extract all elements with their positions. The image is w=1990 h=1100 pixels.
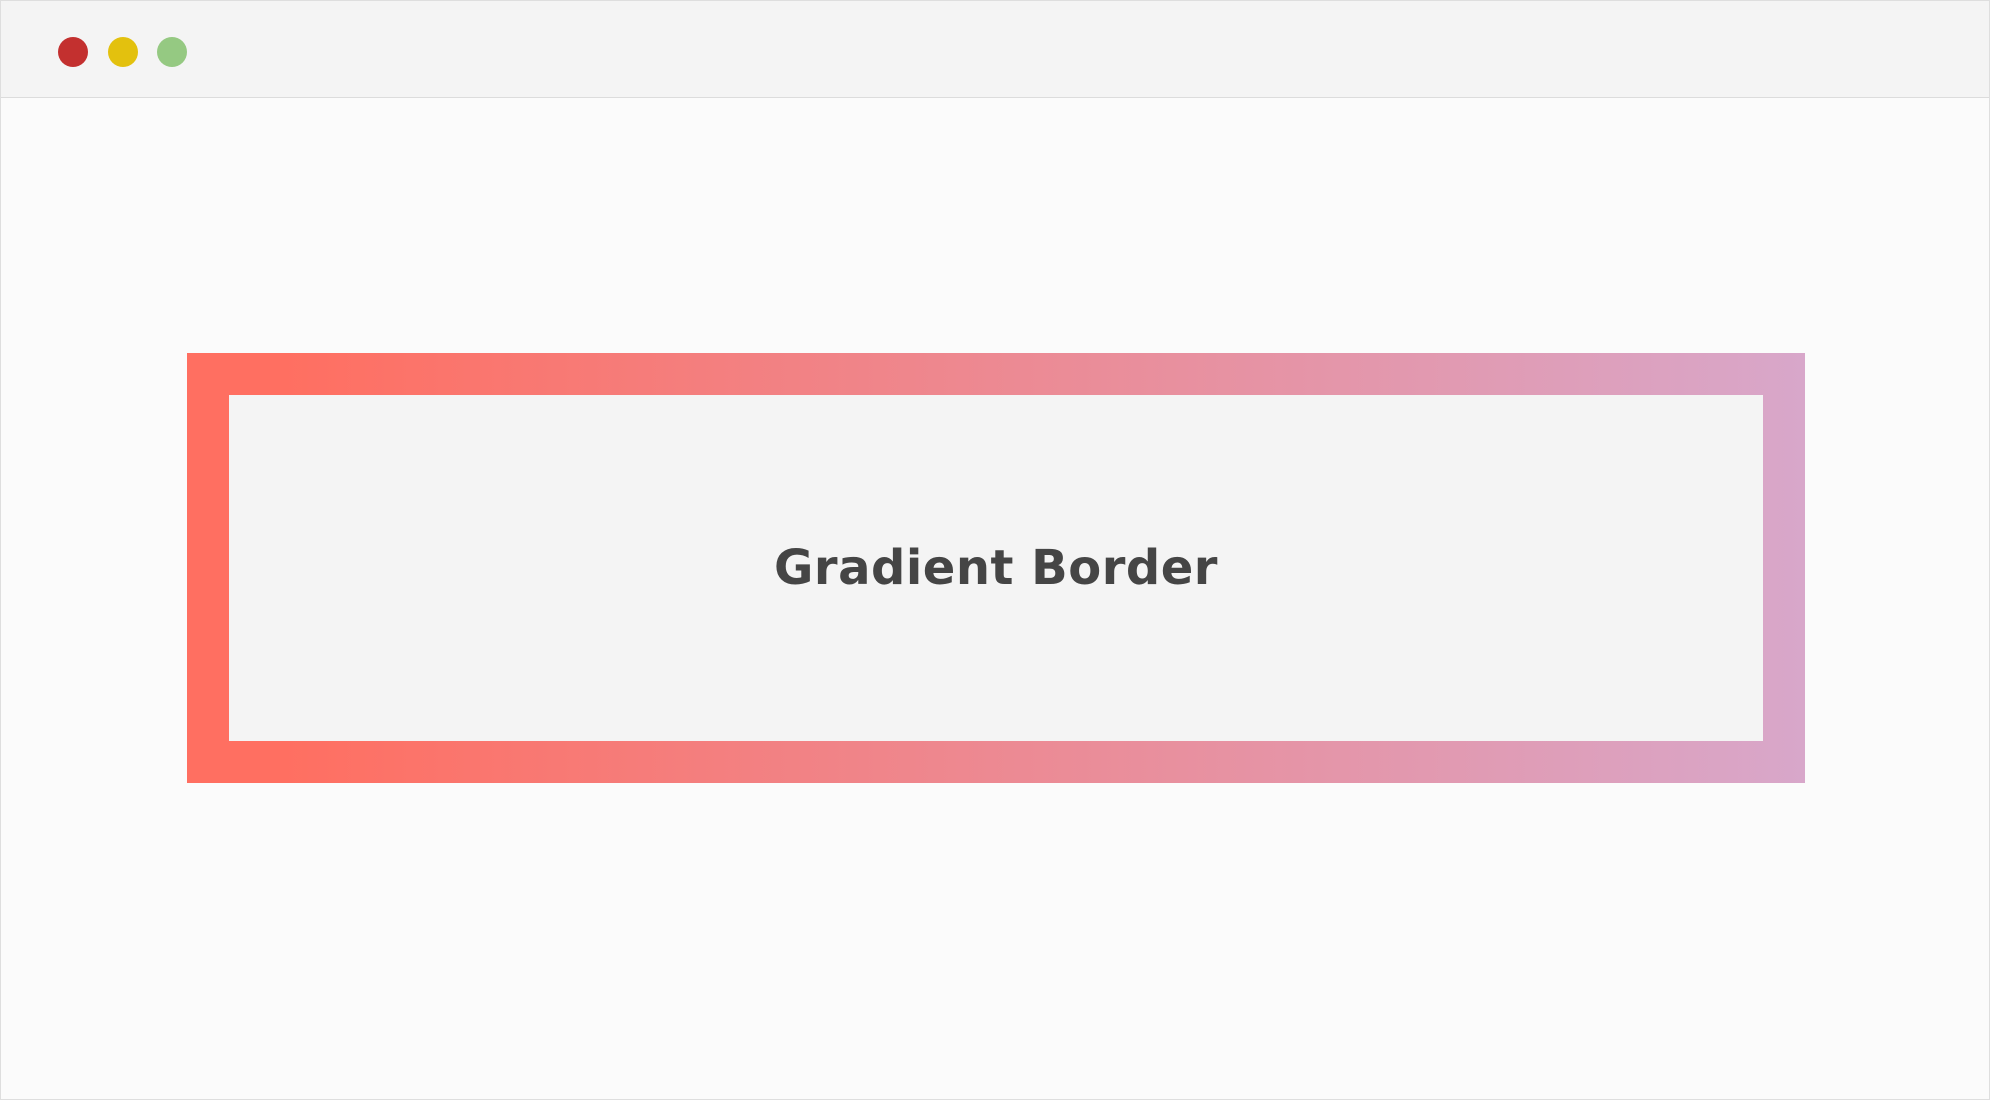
page-content: Gradient Border [1,98,1989,1099]
minimize-dot-icon[interactable] [108,37,138,67]
maximize-dot-icon[interactable] [157,37,187,67]
close-dot-icon[interactable] [58,37,88,67]
window-titlebar [1,1,1989,98]
gradient-border-panel: Gradient Border [229,395,1763,741]
panel-label: Gradient Border [774,540,1218,596]
gradient-border-frame: Gradient Border [187,353,1805,783]
